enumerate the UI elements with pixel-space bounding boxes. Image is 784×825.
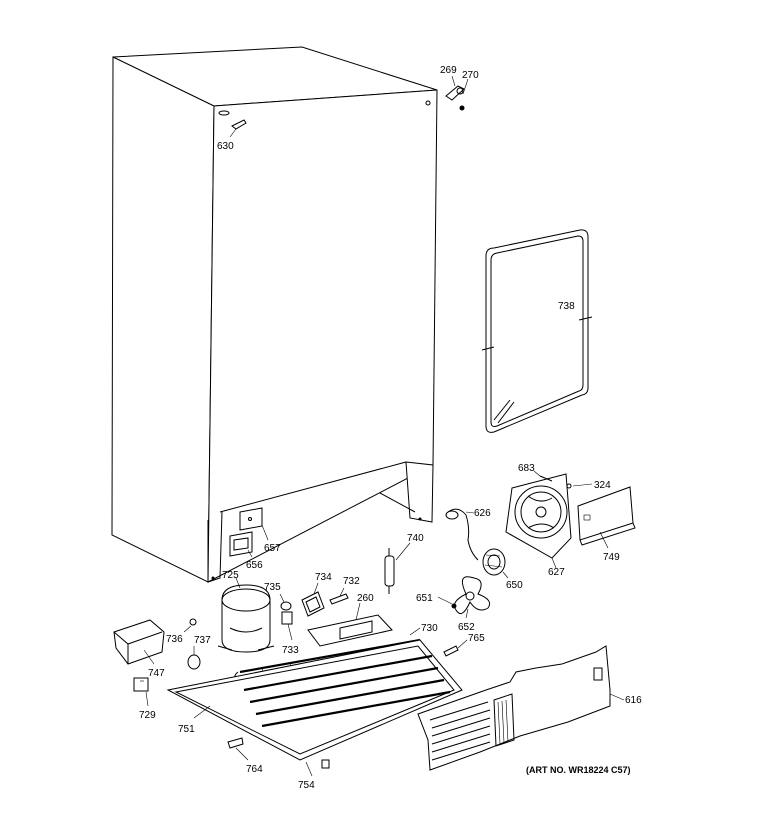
part-765-clip: 765 [443,633,485,657]
label-749: 749 [603,552,620,563]
art-number: (ART NO. WR18224 C57) [526,765,631,775]
label-260: 260 [357,593,374,604]
part-735-733: 735 733 [264,582,299,656]
label-737: 737 [194,635,211,646]
label-270: 270 [462,70,479,81]
label-657: 657 [264,543,281,554]
part-627-fan-shroud: 627 [505,473,572,578]
label-754: 754 [298,780,315,791]
label-747: 747 [148,668,165,679]
part-683-324: 683 324 [518,463,611,491]
label-730: 730 [421,623,438,634]
label-616: 616 [625,695,642,706]
part-738-gasket: 738 [481,229,593,433]
part-736-737-747-729: 736 737 747 729 [113,618,211,721]
part-269-270: 269 270 [440,65,479,111]
part-751-base-pan: 751 [166,639,463,761]
label-738: 738 [558,301,575,312]
label-765: 765 [468,633,485,644]
label-269: 269 [440,65,457,76]
part-749-cover: 749 [577,486,636,563]
part-652-fan-blade: 651 652 [416,576,491,633]
label-732: 732 [343,576,360,587]
label-729: 729 [139,710,156,721]
label-683: 683 [518,463,535,474]
label-651: 651 [416,593,433,604]
label-626: 626 [474,508,491,519]
label-751: 751 [178,724,195,735]
part-725-compressor: 725 [217,570,275,653]
part-657-656-brackets: 657 656 [229,507,281,571]
label-656: 656 [246,560,263,571]
label-725: 725 [222,570,239,581]
label-733: 733 [282,645,299,656]
label-735: 735 [264,582,281,593]
label-764: 764 [246,764,263,775]
part-616-rear-cover: 616 [417,645,642,771]
label-740: 740 [407,533,424,544]
part-626-sensor: 626 [445,508,491,561]
label-324: 324 [594,480,611,491]
label-630: 630 [217,141,234,152]
label-652: 652 [458,622,475,633]
part-630-clip: 630 [217,119,247,152]
part-764-754: 764 754 [227,737,330,791]
part-740-drier: 740 [384,533,424,594]
label-650: 650 [506,580,523,591]
label-734: 734 [315,572,332,583]
part-260-coil: 260 [307,593,393,647]
label-627: 627 [548,567,565,578]
cabinet [111,46,438,583]
part-734-732: 734 732 [301,572,360,617]
label-736: 736 [166,634,183,645]
part-650-fan-motor: 650 [482,548,523,591]
